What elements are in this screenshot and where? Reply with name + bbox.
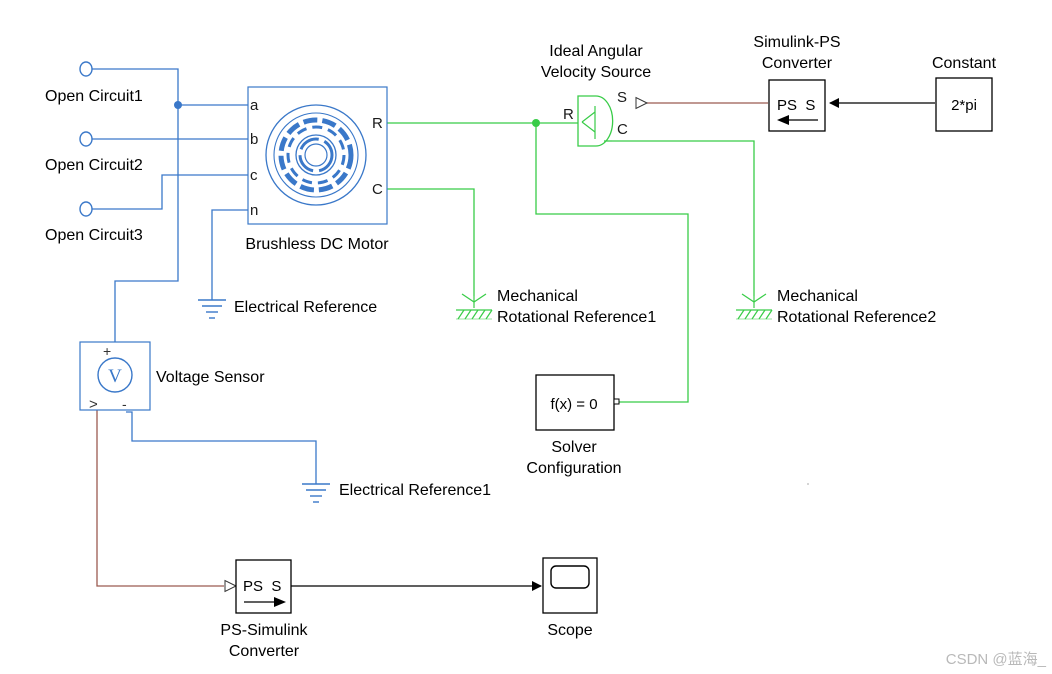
velocity-source-label-line1: Ideal Angular — [549, 43, 643, 60]
wire-open-circuit3-to-c[interactable] — [92, 174, 248, 210]
ps-input-arrow-velocity-source — [635, 96, 649, 110]
mechanical-rotational-reference-1-block[interactable]: Mechanical Rotational Reference1 — [456, 288, 656, 326]
voltage-sensor-plus: + — [103, 343, 111, 359]
constant-label: Constant — [932, 55, 997, 72]
mech-ref-1-label-line2: Rotational Reference1 — [497, 309, 656, 326]
voltmeter-icon — [97, 357, 133, 393]
scope-block[interactable]: Scope — [542, 557, 598, 639]
solver-icon-text: f(x) = 0 — [550, 396, 597, 413]
ideal-angular-velocity-source-block[interactable]: R S C Ideal Angular Velocity Source — [541, 43, 651, 147]
electrical-reference-block[interactable]: Electrical Reference — [198, 299, 377, 319]
wire-n-to-electrical-reference[interactable] — [211, 209, 248, 300]
motor-port-b-label: b — [250, 131, 258, 148]
simulink-ps-label-line2: Converter — [762, 55, 833, 72]
left-arrow-icon — [777, 115, 818, 125]
simulink-ps-icon-text: PS S — [777, 97, 815, 114]
wire-voltage-sensor-minus-to-electrical-reference1[interactable] — [126, 411, 317, 484]
open-circuit-terminal-icon — [79, 131, 93, 147]
stray-dot — [807, 483, 809, 485]
open-circuit-terminal-icon — [79, 61, 93, 77]
mech-ref-2-label-line1: Mechanical — [777, 288, 858, 305]
physical-signal-wires — [96, 102, 768, 587]
motor-port-a-label: a — [250, 97, 259, 114]
ps-input-arrow-ps-simulink — [224, 579, 238, 593]
motor-port-R-label: R — [372, 115, 383, 132]
wire-open-circuit1-to-a[interactable] — [92, 68, 248, 106]
constant-frame — [935, 77, 993, 132]
motor-stator-rotor-icon — [265, 104, 367, 206]
electrical-reference-1-block[interactable]: Electrical Reference1 — [302, 482, 491, 503]
brushless-dc-motor-label: Brushless DC Motor — [245, 236, 389, 253]
mechanical-wires — [387, 119, 755, 403]
electrical-wires — [92, 68, 317, 484]
electrical-reference-1-label: Electrical Reference1 — [339, 482, 491, 499]
velocity-source-arrow-icon — [581, 111, 596, 133]
ground-icon — [198, 299, 226, 319]
velocity-source-port-R: R — [563, 106, 574, 123]
ps-simulink-label-line1: PS-Simulink — [220, 622, 308, 639]
ps-simulink-converter-block[interactable]: PS S PS-Simulink Converter — [220, 559, 309, 660]
voltmeter-symbol: V — [108, 366, 122, 387]
constant-block[interactable]: 2*pi Constant — [932, 55, 997, 132]
wire-voltage-sensor-out-to-ps-simulink[interactable] — [96, 409, 224, 587]
watermark: CSDN @蓝海_ — [946, 651, 1047, 668]
solver-label-line1: Solver — [551, 439, 597, 456]
voltage-sensor-minus: - — [122, 396, 127, 412]
electrical-reference-label: Electrical Reference — [234, 299, 377, 316]
solver-port — [613, 398, 620, 405]
wire-motor-C-to-mech-ref1[interactable] — [387, 188, 475, 296]
voltage-sensor-block[interactable]: V + - > Voltage Sensor — [79, 341, 265, 413]
mechanical-junction-dot — [532, 119, 540, 127]
scope-screen-icon — [550, 565, 590, 589]
simulink-wires — [291, 98, 935, 591]
wire-junction-to-voltage-sensor-plus[interactable] — [114, 105, 179, 342]
open-circuit-3-label: Open Circuit3 — [45, 227, 143, 244]
motor-port-n-label: n — [250, 202, 258, 219]
voltage-sensor-label: Voltage Sensor — [156, 369, 265, 386]
velocity-source-port-C: C — [617, 121, 628, 138]
open-circuit-1-label: Open Circuit1 — [45, 88, 143, 105]
motor-port-c-label: c — [250, 167, 258, 184]
mechanical-ground-icon — [456, 293, 493, 320]
motor-port-C-label: C — [372, 181, 383, 198]
mechanical-rotational-reference-2-block[interactable]: Mechanical Rotational Reference2 — [736, 288, 936, 326]
voltage-sensor-output-symbol: > — [89, 396, 98, 413]
ps-simulink-label-line2: Converter — [229, 643, 300, 660]
open-circuit-terminal-icon — [79, 201, 93, 217]
right-arrow-icon — [244, 597, 286, 607]
solver-frame — [535, 374, 615, 431]
open-circuit-3-block[interactable]: Open Circuit3 — [45, 201, 143, 244]
ps-simulink-frame — [235, 559, 292, 614]
velocity-source-label-line2: Velocity Source — [541, 64, 651, 81]
simulink-ps-converter-block[interactable]: PS S Simulink-PS Converter — [753, 34, 841, 132]
mechanical-ground-icon — [736, 293, 773, 320]
simulink-ps-frame — [768, 79, 826, 132]
electrical-junction-dot — [174, 101, 182, 109]
scope-label: Scope — [547, 622, 592, 639]
solver-configuration-block[interactable]: f(x) = 0 Solver Configuration — [526, 374, 622, 477]
brushless-dc-motor-block[interactable]: a b c n R C Brushless DC Motor — [245, 86, 389, 253]
mech-ref-2-label-line2: Rotational Reference2 — [777, 309, 936, 326]
wire-junction-to-solver[interactable] — [535, 123, 689, 403]
mech-ref-1-label-line1: Mechanical — [497, 288, 578, 305]
open-circuit-2-block[interactable]: Open Circuit2 — [45, 131, 143, 174]
open-circuit-2-label: Open Circuit2 — [45, 157, 143, 174]
simulink-ps-label-line1: Simulink-PS — [753, 34, 840, 51]
constant-value: 2*pi — [951, 97, 977, 114]
solver-label-line2: Configuration — [526, 460, 621, 477]
velocity-source-port-S: S — [617, 89, 627, 106]
open-circuit-1-block[interactable]: Open Circuit1 — [45, 61, 143, 105]
ground-icon — [302, 483, 330, 503]
wire-velocity-source-C-to-mech-ref2[interactable] — [612, 140, 755, 296]
ps-simulink-icon-text: PS S — [243, 578, 281, 595]
